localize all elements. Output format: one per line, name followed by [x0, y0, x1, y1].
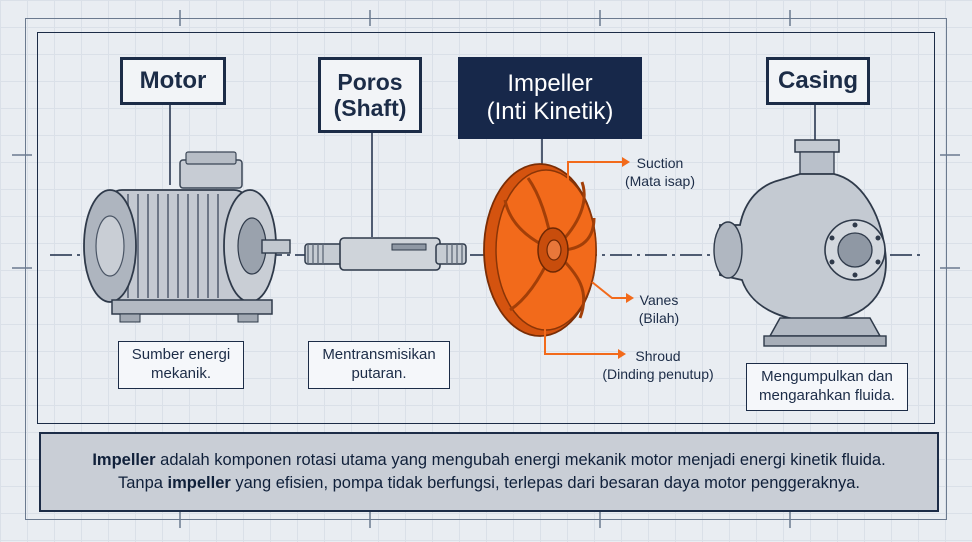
shaft-description-line2: putaran.	[351, 365, 407, 382]
motor-label-text: Motor	[139, 67, 207, 95]
motor-description-line2: mekanik.	[150, 365, 212, 382]
casing-description: Mengumpulkan dan mengarahkan fluida.	[746, 363, 908, 411]
casing-description-line1: Mengumpulkan dan	[761, 368, 893, 386]
summary-line-1-bold: Impeller	[92, 450, 156, 469]
shaft-description: Mentransmisikan putaran.	[308, 341, 450, 389]
motor-description: Sumber energi mekanik.	[118, 341, 244, 389]
casing-description-line2: mengarahkan fluida.	[759, 387, 895, 404]
impeller-label-line1: Impeller	[507, 70, 593, 98]
inner-frame	[37, 32, 935, 424]
vanes-callout-line2: (Bilah)	[638, 310, 680, 327]
summary-line-2-bold: impeller	[167, 474, 231, 492]
shaft-illustration	[304, 237, 467, 271]
shaft-label-line1: Poros	[337, 68, 403, 95]
shroud-callout: Shroud (Dinding penutup)	[590, 347, 726, 383]
motor-illustration	[83, 151, 291, 323]
summary-line-2-start: Tanpa	[117, 474, 168, 492]
shaft-label-line2: (Shaft)	[333, 95, 407, 121]
summary-line-2: Tanpa impeller yang efisien, pompa tidak…	[41, 472, 937, 495]
summary-banner: Impeller adalah komponen rotasi utama ya…	[39, 432, 939, 512]
summary-line-1-rest: adalah komponen rotasi utama yang mengub…	[155, 450, 886, 469]
casing-label: Casing	[766, 57, 870, 105]
frame-ticks	[12, 10, 960, 528]
impeller-illustration	[483, 163, 597, 337]
shroud-callout-line1: Shroud	[635, 348, 681, 364]
summary-line-2-rest: yang efisien, pompa tidak berfungsi, ter…	[230, 474, 861, 492]
suction-callout-line1: Suction	[636, 155, 684, 171]
motor-description-line1: Sumber energi	[131, 346, 231, 364]
impeller-label-line2: (Inti Kinetik)	[486, 98, 614, 125]
outer-frame	[25, 18, 947, 520]
suction-callout-line2: (Mata isap)	[624, 173, 696, 190]
shaft-label: Poros (Shaft)	[318, 57, 422, 133]
suction-callout: Suction (Mata isap)	[612, 154, 708, 190]
vanes-callout: Vanes (Bilah)	[624, 291, 694, 327]
shaft-description-line1: Mentransmisikan	[322, 346, 436, 364]
impeller-label: Impeller (Inti Kinetik)	[458, 57, 642, 139]
callout-leaders	[544, 157, 634, 359]
shroud-callout-line2: (Dinding penutup)	[602, 366, 714, 383]
vanes-callout-line1: Vanes	[639, 292, 679, 308]
motor-label: Motor	[120, 57, 226, 105]
casing-label-text: Casing	[777, 67, 858, 95]
casing-illustration	[713, 139, 887, 347]
summary-line-1: Impeller adalah komponen rotasi utama ya…	[41, 449, 937, 472]
